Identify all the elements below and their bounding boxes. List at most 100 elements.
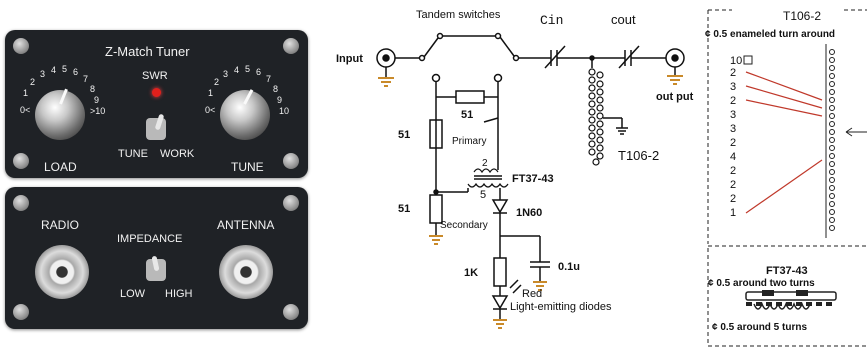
radio-bnc-connector[interactable] xyxy=(35,245,89,299)
terminal-icon xyxy=(431,73,441,83)
dial-number: 2 xyxy=(214,77,220,87)
screw-icon xyxy=(283,38,299,54)
dial-number: 9 xyxy=(277,95,283,105)
secondary-turns-label: 5 xyxy=(480,189,486,201)
tap-number: 2 xyxy=(730,67,736,79)
dial-number: 8 xyxy=(90,84,96,94)
t106-title: T106-2 xyxy=(783,9,821,23)
high-label: HIGH xyxy=(165,288,193,300)
dial-number: 8 xyxy=(273,84,279,94)
schematic-diagram: Tandem switches Cin cout Input out put xyxy=(336,9,694,329)
dial-number: 9 xyxy=(94,95,100,105)
ground-icon xyxy=(533,281,547,291)
input-label: Input xyxy=(336,53,363,65)
screw-icon xyxy=(13,153,29,169)
tuner-back-panel: RADIO ANTENNA IMPEDANCE LOW HIGH xyxy=(5,187,308,329)
antenna-bnc-connector[interactable] xyxy=(219,245,273,299)
dial-number: 5 xyxy=(245,64,251,74)
dial-number: 6 xyxy=(73,67,79,77)
cin-label: Cin xyxy=(540,13,563,28)
panel-title: Z-Match Tuner xyxy=(105,44,190,59)
antenna-label: ANTENNA xyxy=(217,218,275,232)
tune-switch-label: TUNE xyxy=(118,148,148,160)
tap-number: 1 xyxy=(730,207,736,219)
tandem-switches-label: Tandem switches xyxy=(416,9,501,21)
ft37-note-top: ¢ 0.5 around two turns xyxy=(708,278,815,289)
dial-number: 7 xyxy=(266,74,272,84)
screw-icon xyxy=(13,304,29,320)
r51-left-label: 51 xyxy=(398,129,410,141)
resistor-1k xyxy=(493,257,507,287)
resistor-51-left xyxy=(429,119,443,149)
tap-number-top: 10 xyxy=(730,55,742,67)
input-connector-pin xyxy=(382,54,390,62)
output-connector-pin xyxy=(671,54,679,62)
diode-1n60-icon xyxy=(491,199,509,214)
primary-winding-icon xyxy=(473,168,499,174)
dial-number: 2 xyxy=(30,77,36,87)
output-label: out put xyxy=(656,91,694,103)
switch-blade xyxy=(499,36,515,57)
t106-coil-icon xyxy=(829,49,835,231)
dial-low-label: 0< xyxy=(205,105,216,115)
dial-number: 4 xyxy=(234,65,240,75)
screw-icon xyxy=(13,38,29,54)
wire xyxy=(483,117,499,123)
ground-icon xyxy=(493,319,507,329)
dial-number: 7 xyxy=(83,74,89,84)
switch-contact xyxy=(436,32,444,40)
tap-number: 2 xyxy=(730,165,736,177)
cout-label: cout xyxy=(611,12,636,27)
work-switch-label: WORK xyxy=(160,148,195,160)
tap-number: 2 xyxy=(730,179,736,191)
diode-label: 1N60 xyxy=(516,207,542,219)
cap-label: 0.1u xyxy=(558,261,580,273)
ground-icon xyxy=(616,127,628,135)
pointer-arrow-head xyxy=(845,127,853,137)
coil-detail-panel: T106-2 ¢ 0.5 enameled turn around 10 2 3… xyxy=(705,9,867,347)
switch-contact xyxy=(418,54,426,62)
load-knob[interactable] xyxy=(35,90,85,140)
dial-number: 3 xyxy=(223,69,229,79)
primary-turns-label: 2 xyxy=(482,158,488,169)
low-label: LOW xyxy=(120,288,146,300)
t106-coil-icon xyxy=(588,68,604,166)
cout-variable-arrow-icon xyxy=(618,45,640,69)
dial-number: 5 xyxy=(62,64,68,74)
radio-label: RADIO xyxy=(41,218,80,232)
screw-icon xyxy=(283,304,299,320)
load-label: LOAD xyxy=(44,160,77,174)
dial-number: 4 xyxy=(51,65,57,75)
ft37-note-bottom: ¢ 0.5 around 5 turns xyxy=(712,322,807,333)
dial-low-label: 0< xyxy=(20,105,31,115)
dial-number: 1 xyxy=(208,88,214,98)
tap-arrow-icon xyxy=(745,71,823,214)
resistor-51-lower xyxy=(429,194,443,224)
swr-label: SWR xyxy=(142,70,168,82)
led-icon xyxy=(491,295,509,310)
primary-label: Primary xyxy=(452,136,486,147)
tap-number: 2 xyxy=(730,137,736,149)
ft37-title: FT37-43 xyxy=(766,265,808,277)
tap-number: 4 xyxy=(730,151,736,163)
ground-icon xyxy=(429,235,443,245)
t106-label: T106-2 xyxy=(618,148,659,163)
screw-icon xyxy=(283,153,299,169)
secondary-label: Secondary xyxy=(440,220,488,231)
dial-number: 1 xyxy=(23,88,29,98)
screw-icon xyxy=(283,195,299,211)
ft37-toroid-icon xyxy=(745,290,837,310)
dial-number: 3 xyxy=(40,69,46,79)
dial-number: 6 xyxy=(256,67,262,77)
cin-variable-arrow-icon xyxy=(544,45,566,69)
led-label-red: Red xyxy=(522,288,542,300)
ground-icon xyxy=(378,77,394,87)
led-light-arrow-icon xyxy=(512,284,522,294)
secondary-winding-icon xyxy=(467,182,509,188)
tap-number: 3 xyxy=(730,81,736,93)
r1k-label: 1K xyxy=(464,267,478,279)
tap-number: 3 xyxy=(730,123,736,135)
ground-icon xyxy=(667,75,683,85)
r51-lower-label: 51 xyxy=(398,203,410,215)
dial-high-label: >10 xyxy=(90,106,106,116)
